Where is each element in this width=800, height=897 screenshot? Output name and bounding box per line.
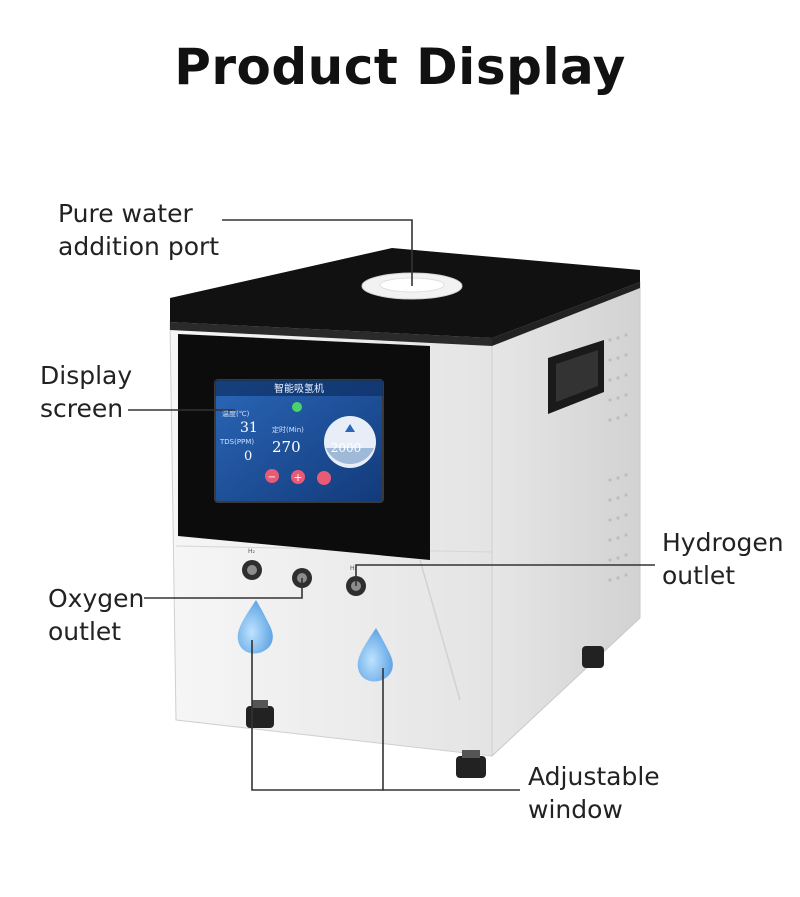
svg-text:−: − [268,472,276,483]
caster-right [582,646,604,668]
svg-text:2000: 2000 [331,441,362,455]
svg-text:270: 270 [272,438,301,456]
svg-text:31: 31 [240,420,258,436]
power-icon [317,471,331,485]
svg-text:+: + [293,471,302,484]
svg-text:H₂: H₂ [248,548,256,555]
vent-grille [608,333,628,582]
adjustable-window-line [251,640,384,791]
callout-adjustable-window: Adjustable window [528,762,660,824]
callout-oxygen-outlet: Oxygen outlet [48,584,145,646]
svg-text:TDS(PPM): TDS(PPM) [219,438,254,446]
hydrogen-outlet-line [355,564,655,586]
oxygen-outlet-knob-left: H₂ [242,548,262,580]
svg-text:0: 0 [244,449,252,464]
caster-left [246,700,274,728]
oxygen-outlet-line [144,578,303,599]
callout-hydrogen-outlet: Hydrogen outlet [662,528,784,590]
minus-button-icon [265,469,279,483]
adjustable-window-right [357,628,393,682]
svg-text:定时(Min): 定时(Min) [272,425,304,434]
plus-button-icon [291,470,305,484]
caster-front [456,750,486,778]
callout-pure-water-port: Pure water addition port [58,199,220,261]
adjustable-window-left [237,600,273,654]
callout-display-screen: Display screen [40,361,133,423]
pure-water-line [222,219,413,286]
callout-lines [128,219,655,791]
bell-icon [292,402,302,412]
screen-header: 智能吸氢机 [274,382,324,395]
arrow-up-icon [345,424,355,432]
svg-text:温度(℃): 温度(℃) [222,409,250,418]
svg-text:H₂: H₂ [350,565,358,572]
page-title: Product Display [174,38,626,96]
